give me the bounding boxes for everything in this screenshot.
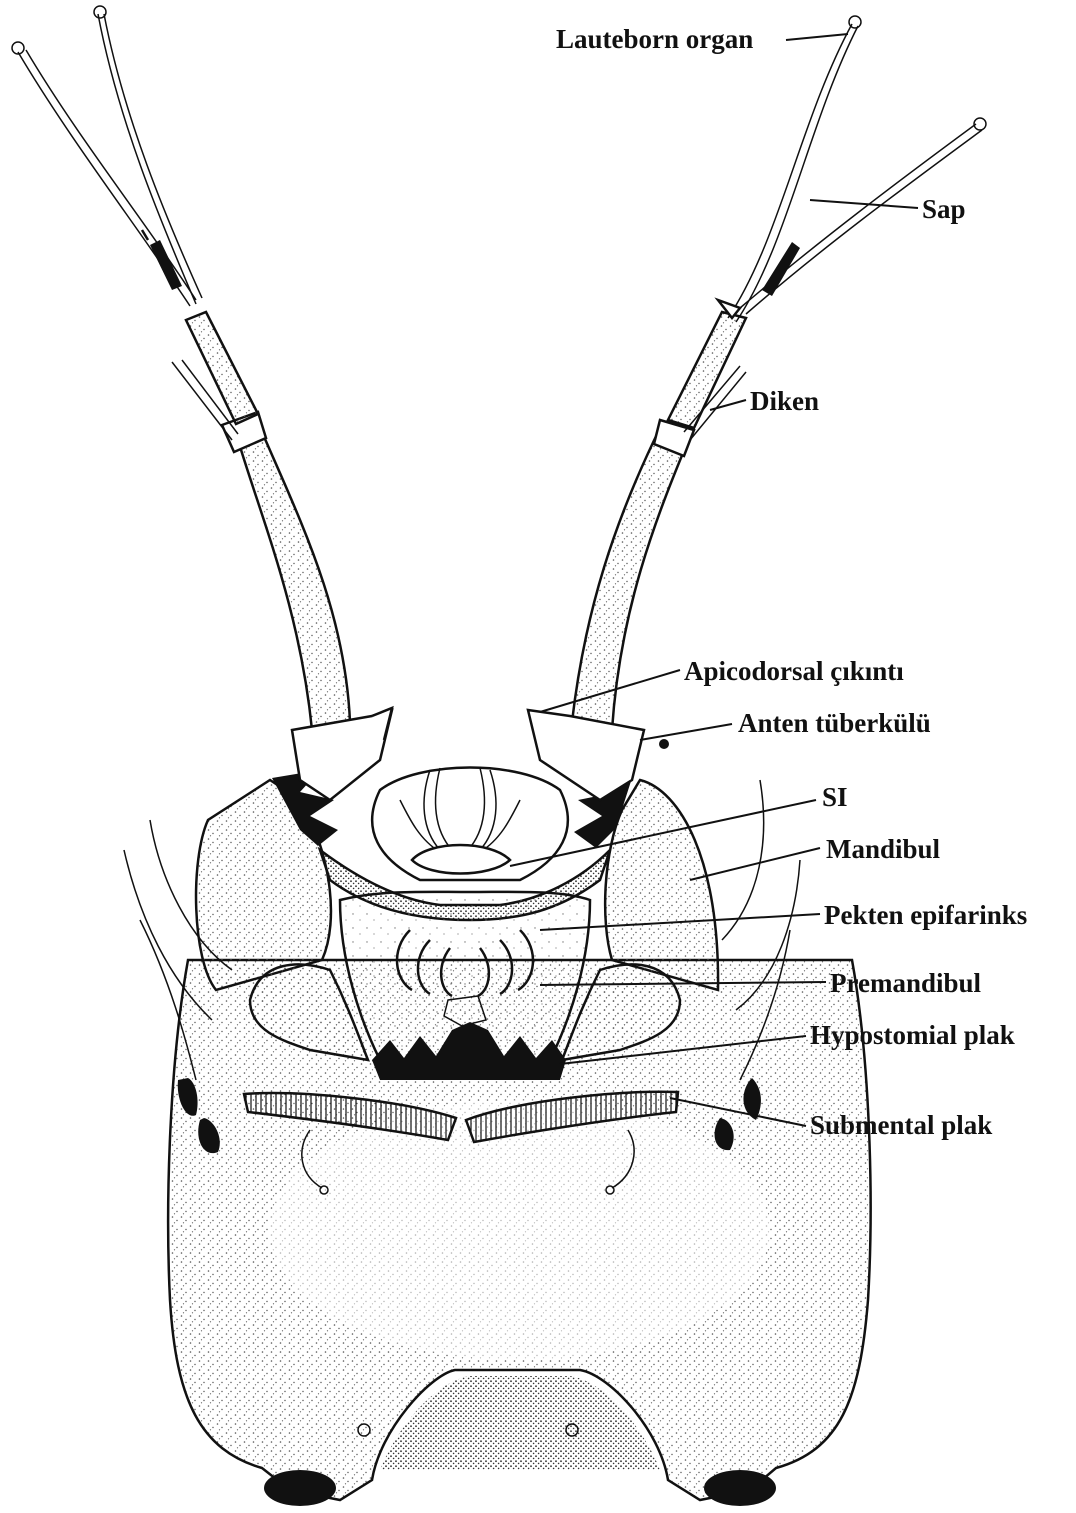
label-pekten-epifarinks: Pekten epifarinks — [824, 900, 1027, 930]
label-diken: Diken — [750, 386, 819, 416]
left-lauteborn-organ — [150, 240, 182, 290]
label-premandibul: Premandibul — [830, 968, 982, 998]
right-lauteborn-organ — [762, 242, 800, 296]
label-sap: Sap — [922, 194, 966, 224]
right-occipital-knob — [704, 1470, 776, 1506]
right-mandible — [605, 780, 718, 990]
label-apicodorsal-cikinti: Apicodorsal çıkıntı — [684, 656, 904, 686]
label-mandibul: Mandibul — [826, 834, 941, 864]
left-occipital-knob — [264, 1470, 336, 1506]
right-antenna-second-segment — [668, 312, 746, 428]
label-lauteborn-organ: Lauteborn organ — [556, 24, 753, 54]
label-si: SI — [822, 782, 848, 812]
label-hypostomial-plak: Hypostomial plak — [810, 1020, 1015, 1050]
left-antenna-second-segment — [186, 312, 258, 424]
left-antenna-basal-segment — [238, 432, 350, 730]
label-anten-tuberkulu: Anten tüberkülü — [738, 708, 931, 738]
label-submental-plak: Submental plak — [810, 1110, 992, 1140]
right-antenna — [572, 16, 986, 730]
left-antenna — [12, 6, 350, 730]
